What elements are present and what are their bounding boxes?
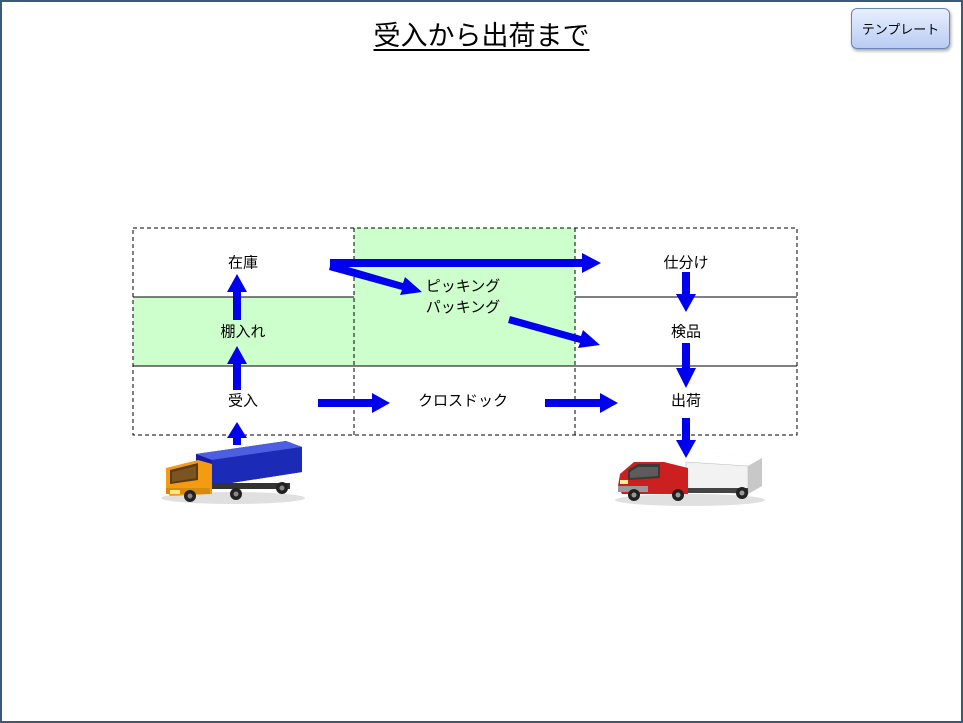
node-shukka: 出荷 [670,391,702,410]
arrow-truck-to-ukeire [227,422,247,445]
arrow-kenpin-to-shukka [676,343,696,388]
picking-cell-highlight [354,228,575,366]
node-tanaire: 棚入れ [220,322,266,341]
node-picking-line1: ピッキング [425,277,501,295]
arrow-shukka-to-truck [676,418,696,458]
arrow-ukeire-to-tanaire [227,346,247,390]
arrow-zaiko-to-shiwake [330,253,601,273]
node-kenpin: 検品 [670,322,702,341]
node-crossdock: クロスドック [417,391,509,410]
arrow-zaiko-to-picking [329,262,422,295]
tanaire-cell-highlight [133,297,354,366]
arrow-tanaire-to-zaiko [227,274,247,320]
node-ukeire: 受入 [227,391,259,410]
node-zaiko: 在庫 [227,253,259,272]
page-title: 受入から出荷まで [373,21,590,52]
arrow-crossdock-to-shukka [545,393,618,413]
arrow-ukeire-to-crossdock [318,393,390,413]
node-picking: ピッキング パッキング [426,276,501,318]
template-button[interactable]: テンプレート [851,8,950,49]
arrow-shiwake-to-kenpin [676,272,696,312]
node-picking-line2: パッキング [425,298,501,316]
node-shiwake: 仕分け [663,253,709,272]
arrow-picking-to-kenpin [508,316,600,348]
